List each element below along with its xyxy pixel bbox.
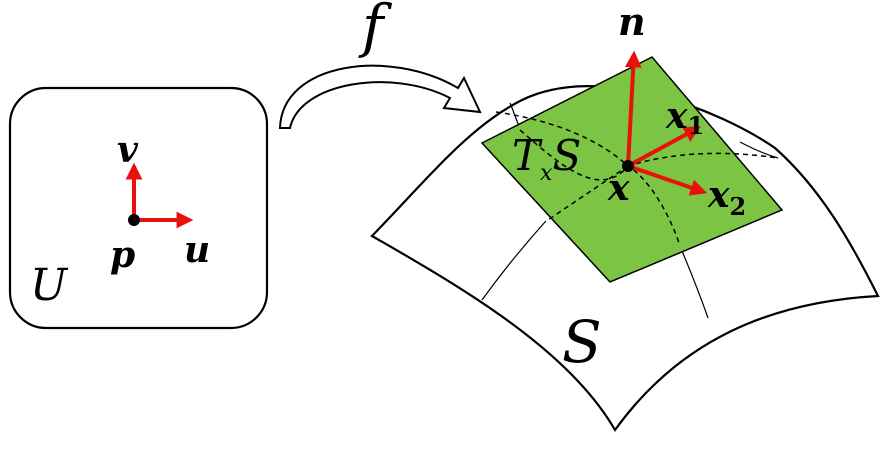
- domain-box: [8, 86, 269, 330]
- x1-label: x1: [665, 95, 704, 140]
- normal-arrow: [624, 50, 642, 167]
- surface-dashed-curve: [519, 129, 681, 247]
- point-x: [622, 160, 634, 172]
- point-p: [128, 214, 140, 226]
- p-label: p: [110, 234, 135, 276]
- x2-arrow: [627, 164, 708, 196]
- u-label: u: [184, 229, 210, 271]
- x1-label-main: x: [665, 95, 688, 137]
- x2-label: x2: [707, 174, 746, 221]
- tangent-plane-label-main: T: [512, 131, 543, 180]
- x1-label-sub: 1: [687, 111, 704, 140]
- surface-label-s: S: [562, 308, 602, 376]
- v-label: v: [117, 129, 139, 171]
- tangent-plane-label-sub: x: [540, 161, 553, 186]
- normal-label-n: n: [618, 0, 646, 44]
- region-label-u: U: [30, 260, 69, 311]
- point-x-label: x: [607, 167, 630, 209]
- mapping-arrow: [278, 64, 482, 129]
- surface-dashed-curve: [544, 165, 629, 223]
- tangent-plane-label: TxS: [512, 131, 581, 186]
- tangent-plane-label-tail: S: [552, 131, 581, 180]
- surface-grid-line: [739, 141, 779, 159]
- surface-grid-line: [679, 245, 709, 319]
- x2-label-sub: 2: [729, 192, 746, 221]
- x2-label-main: x: [707, 174, 730, 216]
- mapping-label-f: f: [358, 0, 393, 60]
- x1-arrow: [627, 126, 701, 168]
- surface-grid-line: [481, 221, 546, 301]
